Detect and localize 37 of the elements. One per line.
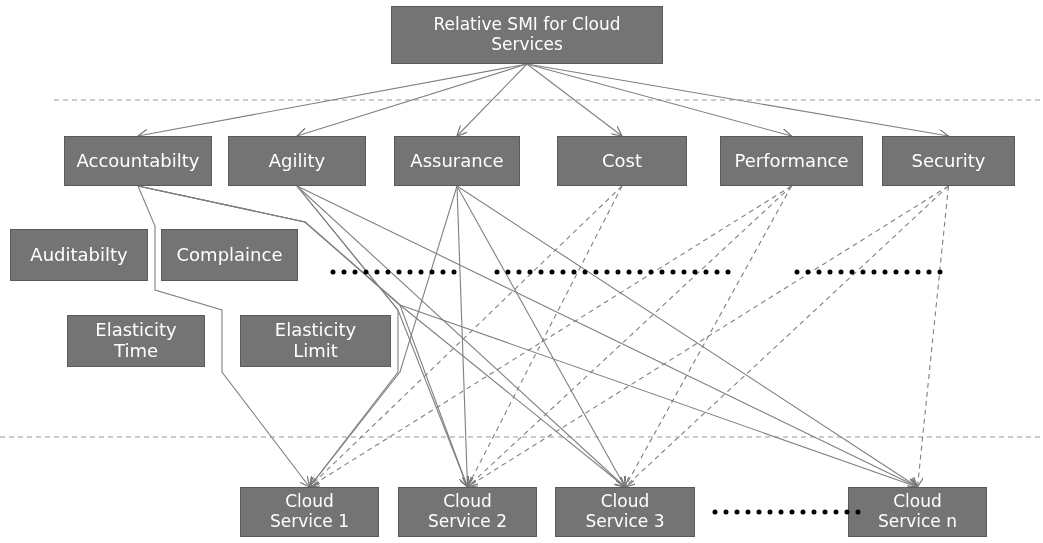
criterion-box [882, 136, 1015, 186]
arrow [526, 63, 623, 137]
arrow [137, 185, 311, 488]
criterion-box [240, 315, 391, 367]
box-label: Performance [734, 150, 849, 172]
box-label: Cloud Service 1 [268, 492, 351, 532]
criterion-box [394, 136, 520, 186]
criterion-box [64, 136, 212, 186]
box-label: Cost [602, 150, 642, 172]
criterion-box [67, 315, 205, 367]
box-label: Assurance [410, 150, 504, 172]
arrow [466, 185, 793, 488]
box-label: Agility [268, 150, 326, 172]
box-label: Elasticity Time [94, 320, 178, 362]
criterion-box [720, 136, 863, 186]
criterion-box [557, 136, 687, 186]
criterion-box [555, 487, 695, 537]
box-label: Auditabilty [30, 244, 128, 266]
criterion-box [398, 487, 537, 537]
box-label: Accountabilty [76, 150, 200, 172]
box-label: Complaince [176, 244, 283, 266]
criterion-box [391, 6, 663, 64]
arrow [624, 185, 793, 488]
box-label: Security [911, 150, 986, 172]
box-label: Cloud Service n [877, 492, 958, 532]
criterion-box [161, 229, 298, 281]
box-label: Relative SMI for Cloud Services [432, 15, 622, 55]
arrow [624, 185, 950, 488]
criterion-box [10, 229, 148, 281]
box-label: Elasticity Limit [273, 320, 358, 362]
arrow [912, 185, 950, 488]
criterion-box [228, 136, 366, 186]
criterion-box [848, 487, 987, 537]
criterion-box [240, 487, 379, 537]
arrow [456, 63, 528, 137]
box-label: Cloud Service 3 [584, 492, 666, 532]
box-label: Cloud Service 2 [426, 492, 509, 532]
